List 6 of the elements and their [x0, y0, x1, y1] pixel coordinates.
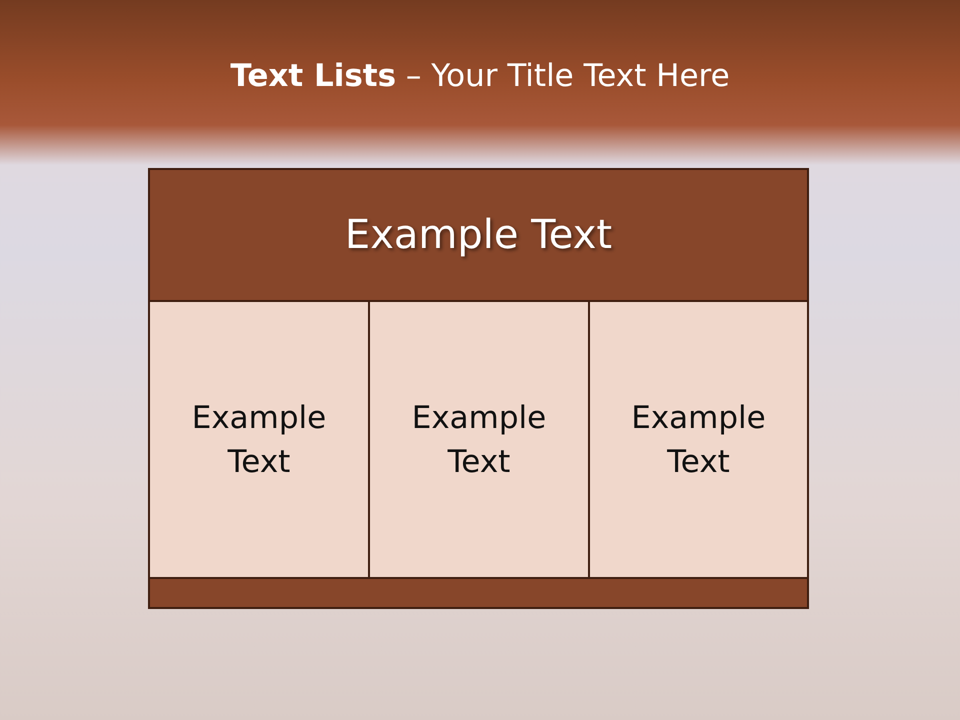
slide-title: Text Lists – Your Title Text Here — [230, 57, 730, 96]
header-panel: Example Text — [148, 168, 809, 302]
content-panel: Example Text — [588, 300, 809, 579]
footer-bar — [148, 577, 809, 609]
content-panel: Example Text — [148, 300, 370, 579]
content-panel: Example Text — [368, 300, 590, 579]
